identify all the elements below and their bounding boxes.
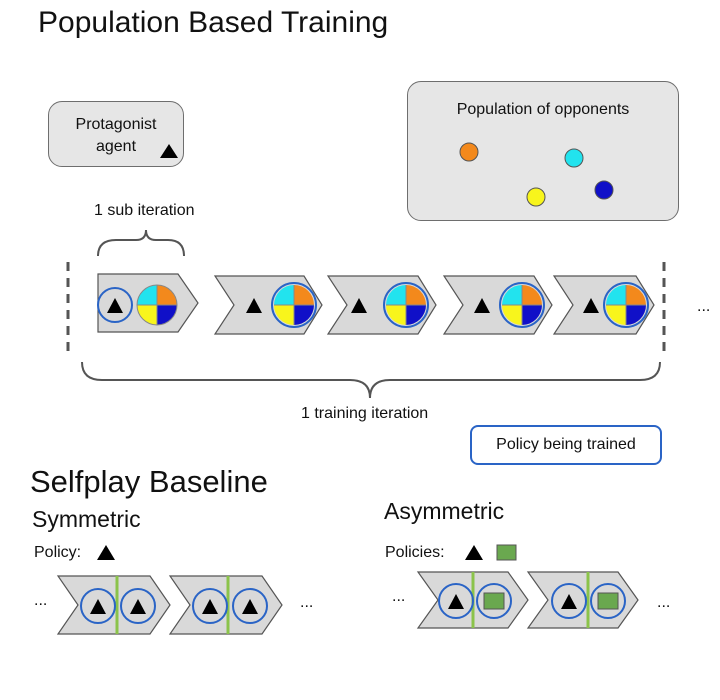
asymmetric-arrow-1 xyxy=(416,571,529,629)
sub-iteration-arrow-2 xyxy=(213,275,323,335)
sub-iteration-arrow-5 xyxy=(552,275,655,335)
asymmetric-arrow-2 xyxy=(526,571,639,629)
green-policy-icon xyxy=(483,592,505,610)
ellipsis-main: ... xyxy=(697,298,711,315)
sub-iteration-label: 1 sub iteration xyxy=(94,202,195,219)
protagonist-label-line2: agent xyxy=(95,138,137,155)
green-policy-icon xyxy=(597,592,619,610)
agent-triangle-icon xyxy=(474,298,490,313)
sub-iteration-arrow-1 xyxy=(97,273,199,333)
agent-triangle-icon xyxy=(351,298,367,313)
agent-triangle-icon xyxy=(90,599,106,614)
policy-trained-highlight xyxy=(438,583,474,619)
opponent-cyan xyxy=(564,148,584,168)
ellipsis-sym-left: ... xyxy=(34,592,48,609)
policy-trained-highlight xyxy=(383,282,429,328)
arrow-shape xyxy=(526,571,639,629)
sub-iteration-arrow-4 xyxy=(442,275,553,335)
sub-iteration-arrow-3 xyxy=(326,275,437,335)
opponent-yellow xyxy=(526,187,546,207)
agent-triangle-icon xyxy=(246,298,262,313)
policy-trained-highlight xyxy=(551,583,587,619)
opponent-pie-icon xyxy=(386,285,426,325)
agent-triangle-icon xyxy=(130,599,146,614)
opponent-pie-icon xyxy=(502,285,542,325)
asymmetric-policies-label: Policies: xyxy=(385,544,445,561)
legend-policy-being-trained: Policy being trained xyxy=(470,425,662,465)
population-label: Population of opponents xyxy=(456,101,630,118)
policy-trained-highlight xyxy=(590,583,626,619)
page-title: Population Based Training xyxy=(38,6,389,39)
asymmetric-title: Asymmetric xyxy=(384,498,505,524)
policy-trained-highlight xyxy=(120,588,156,624)
policy-trained-highlight xyxy=(476,583,512,619)
opponent-pie-icon xyxy=(606,285,646,325)
legend-label: Policy being trained xyxy=(496,436,636,453)
policy-trained-highlight xyxy=(603,282,649,328)
agent-triangle-icon xyxy=(107,298,123,313)
protagonist-triangle-icon xyxy=(160,144,178,158)
symmetric-arrow-1 xyxy=(56,575,171,635)
policy-trained-highlight xyxy=(232,588,268,624)
policy-trained-highlight xyxy=(271,282,317,328)
opponent-pie-icon xyxy=(136,284,178,326)
policy-trained-highlight xyxy=(192,588,228,624)
symmetric-title: Symmetric xyxy=(32,506,141,532)
asymmetric-policy-square-icon xyxy=(496,544,517,561)
symmetric-policy-label: Policy: xyxy=(34,544,82,561)
opponent-pie-icon xyxy=(274,285,314,325)
policy-trained-highlight xyxy=(80,588,116,624)
agent-triangle-icon xyxy=(561,594,577,609)
policy-trained-highlight xyxy=(499,282,545,328)
agent-triangle-icon xyxy=(202,599,218,614)
sub-iteration-brace xyxy=(97,229,185,257)
asymmetric-policy-triangle-icon xyxy=(465,545,483,560)
ellipsis-sym-right: ... xyxy=(300,594,314,611)
training-iteration-brace xyxy=(81,361,661,399)
training-iteration-label: 1 training iteration xyxy=(301,405,429,422)
selfplay-title: Selfplay Baseline xyxy=(30,464,268,499)
ellipsis-asym-right: ... xyxy=(657,594,671,611)
symmetric-arrow-2 xyxy=(168,575,283,635)
policy-trained-highlight xyxy=(97,287,133,323)
agent-triangle-icon xyxy=(242,599,258,614)
opponent-orange xyxy=(459,142,479,162)
agent-triangle-icon xyxy=(583,298,599,313)
symmetric-policy-triangle-icon xyxy=(97,545,115,560)
protagonist-label-line1: Protagonist xyxy=(75,116,157,133)
ellipsis-asym-left: ... xyxy=(392,588,406,605)
opponent-blue xyxy=(594,180,614,200)
agent-triangle-icon xyxy=(448,594,464,609)
